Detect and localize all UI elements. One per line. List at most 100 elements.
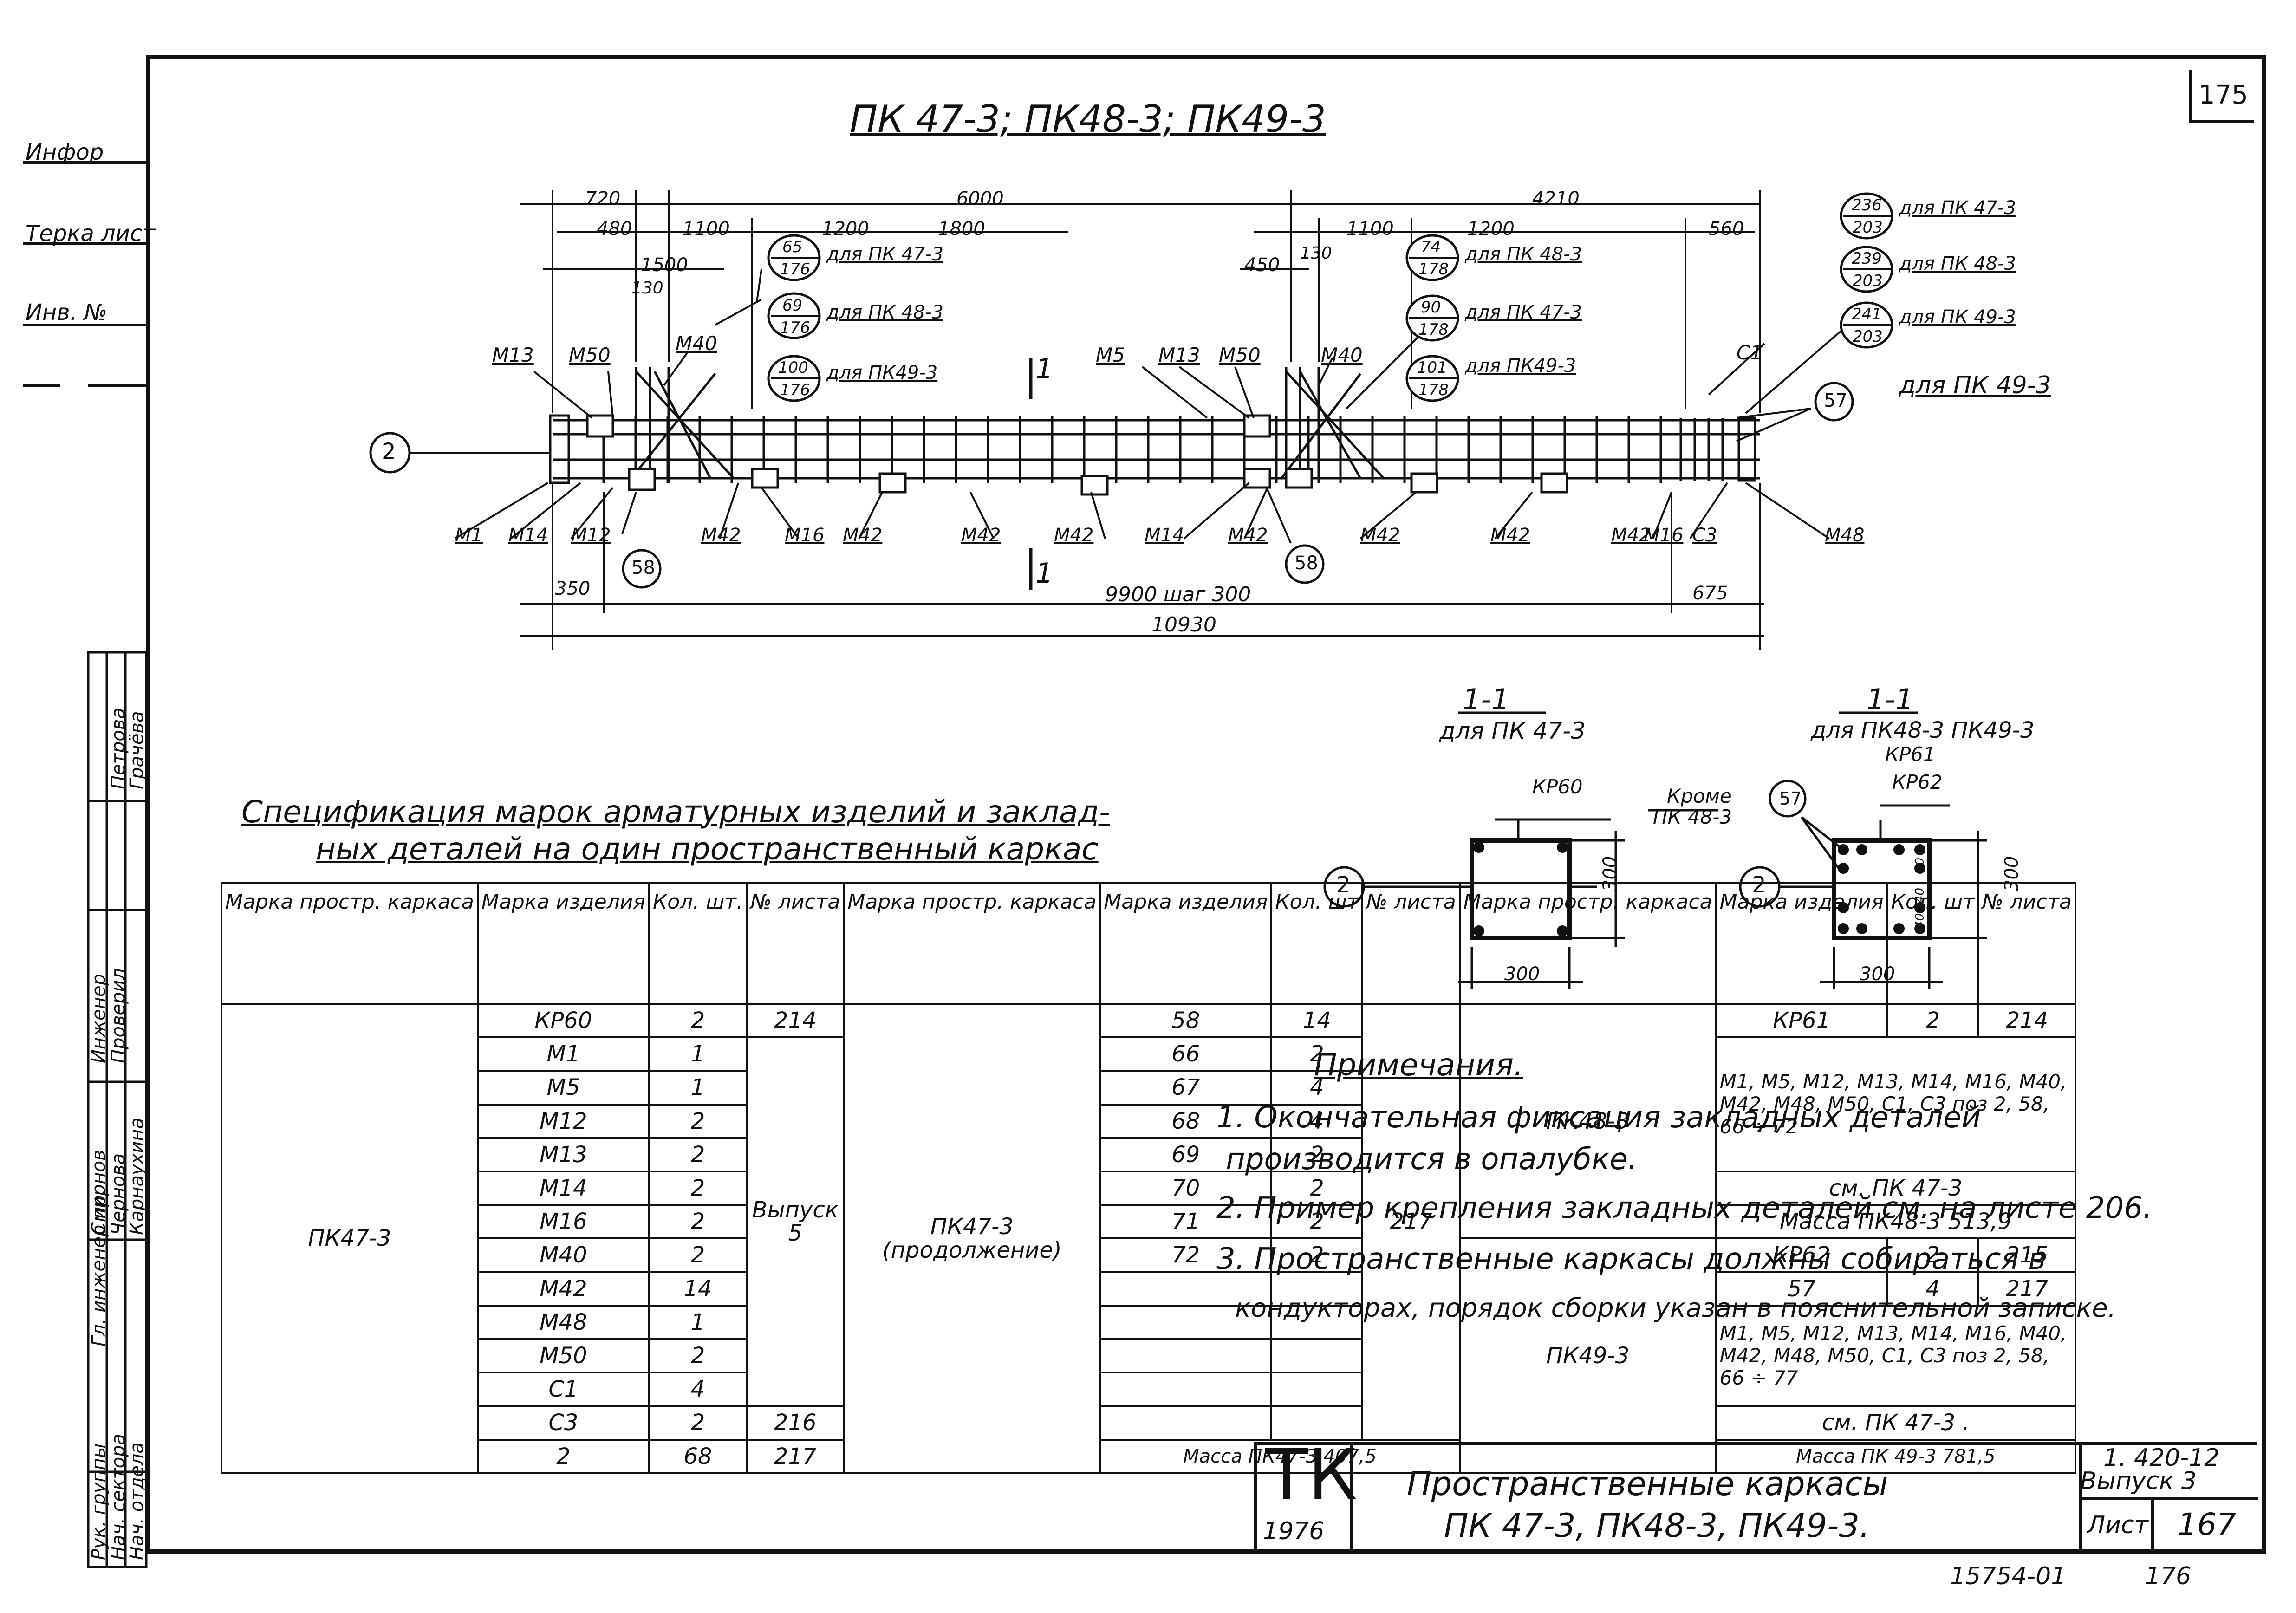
callout-r1-text: для ПК 47-3	[1899, 197, 2016, 219]
table-cell: М48	[476, 1304, 650, 1340]
callout-m1-num: 74	[1421, 238, 1441, 256]
margin-lines	[23, 161, 146, 387]
table-cell: 217	[746, 1438, 845, 1475]
table-cell: 214	[746, 1002, 845, 1039]
dim-130-right: 130	[1300, 244, 1332, 263]
table-cell: 2	[1886, 1237, 1979, 1273]
spec-header: № листа	[1977, 882, 2077, 1005]
stamp-year: 1976	[1263, 1517, 1325, 1545]
table-cell: 14	[1270, 1002, 1364, 1039]
mark-bot-2: М14	[508, 525, 548, 546]
mark-top-4: М5	[1096, 344, 1125, 366]
table-cell: 217	[1977, 1271, 2077, 1307]
sheet-number: 175	[2189, 70, 2254, 123]
callout-m3-num: 101	[1417, 358, 1447, 377]
table-cell: 70	[1099, 1171, 1273, 1206]
callout-l1-num: 65	[782, 238, 803, 256]
spec-title-2: ных деталей на один пространственный кар…	[316, 831, 1099, 867]
table-cell: 215	[1977, 1237, 2077, 1273]
stamp-title-2: ПК 47-3, ПК48-3, ПК49-3.	[1444, 1507, 1870, 1545]
section-b-bubble57: 57	[1779, 788, 1802, 809]
table-cell: М12	[476, 1103, 650, 1139]
callout-l3-text: для ПК49-3	[826, 362, 938, 384]
note-line-1: 1. Окончательная фиксация закладных дета…	[1216, 1100, 1981, 1135]
note-line-4: 3. Пространственные каркасы должны собир…	[1216, 1242, 2046, 1276]
callout-r2-text: для ПК 48-3	[1899, 253, 2016, 274]
stamp-sheet-label: Лист	[2087, 1511, 2148, 1539]
g3b-text: М1, М5, М12, М13, М14, М16, М40, М42, М4…	[1715, 1304, 2077, 1407]
stamp-code: 1. 420-12	[2103, 1444, 2220, 1472]
mark-bot-7: М42	[961, 525, 1001, 546]
side-role-1: Рук. группы	[88, 1443, 110, 1560]
section-a-kp: КР60	[1532, 775, 1583, 798]
dim-675: 675	[1692, 583, 1728, 604]
g3b-see: см. ПК 47-3 .	[1715, 1405, 2077, 1441]
g3a-mass: Масса ПК48-3 513,9	[1715, 1204, 2077, 1240]
dim-6000: 6000	[956, 188, 1004, 209]
dim-1100-right: 1100	[1346, 218, 1394, 240]
margin-label-1: Инфор	[26, 139, 104, 165]
dim-130-left: 130	[631, 279, 663, 298]
mark-bot-10: М42	[1228, 525, 1268, 546]
callout-l3-num: 100	[778, 358, 808, 377]
spec-header: Кол. шт	[1886, 882, 1979, 1005]
table-cell: КР62	[1715, 1237, 1888, 1273]
mark-bot-4: М42	[701, 525, 741, 546]
table-cell: 14	[648, 1271, 748, 1307]
table-cell: 2	[1270, 1137, 1364, 1173]
table-cell: 68	[648, 1438, 748, 1475]
table-cell: 2	[476, 1438, 650, 1475]
g3a-frame: ПК48-3	[1458, 1002, 1717, 1240]
table-cell: 72	[1099, 1237, 1273, 1273]
table-cell: 58	[1099, 1002, 1273, 1039]
callout-57-text: для ПК 49-3	[1899, 371, 2051, 399]
section-a-sub: для ПК 47-3	[1439, 717, 1586, 744]
elevation-drawing	[369, 190, 1893, 650]
table-cell	[1099, 1338, 1273, 1374]
dim-560: 560	[1709, 218, 1744, 240]
table-cell: 2	[648, 1002, 748, 1039]
table-cell: 2	[648, 1405, 748, 1441]
side-name-5: Карнаухина	[126, 1118, 148, 1235]
table-cell: М13	[476, 1137, 650, 1173]
callout-l2-text: для ПК 48-3	[826, 302, 943, 323]
table-cell: М40	[476, 1237, 650, 1273]
spec-header: Марка простр. каркаса	[843, 882, 1101, 1005]
mark-top-3: М40	[676, 332, 717, 355]
table-cell	[1270, 1338, 1364, 1374]
callout-m1-den: 178	[1418, 260, 1449, 279]
mark-bot-11: М42	[1360, 525, 1400, 546]
callout-l1-text: для ПК 47-3	[826, 244, 943, 265]
side-role-3: Нач. отдела	[126, 1442, 148, 1560]
stamp-hline	[2082, 1497, 2258, 1500]
mark-bot-8: М42	[1054, 525, 1094, 546]
table-cell	[1099, 1271, 1273, 1307]
title-block	[1254, 1442, 2258, 1554]
table-cell: 2	[1886, 1002, 1979, 1039]
mark-top-5: М13	[1158, 344, 1200, 366]
table-cell: 66	[1099, 1036, 1273, 1072]
stamp-divider	[2079, 1445, 2082, 1553]
dim-1200: 1200	[822, 218, 869, 240]
table-cell: 69	[1099, 1137, 1273, 1173]
table-cell: 1	[648, 1304, 748, 1340]
table-cell: 2	[648, 1237, 748, 1273]
mark-bot-16: М48	[1825, 525, 1865, 546]
stamp-vline	[2151, 1500, 2154, 1554]
dim-1800: 1800	[938, 218, 985, 240]
dim-10930: 10930	[1151, 613, 1216, 637]
g2-sheet: 217	[1361, 1003, 1461, 1441]
drawing-frame	[146, 55, 2266, 1554]
g1-frame: ПК47-3	[221, 1003, 479, 1474]
callout-r3-num: 241	[1852, 305, 1882, 324]
bubble-58-left: 58	[631, 557, 655, 579]
mark-top-8: С1	[1737, 341, 1763, 364]
stamp-issue: Выпуск 3	[2080, 1467, 2197, 1495]
side-stamp-grid	[87, 651, 148, 1568]
margin-label-3: Инв. №	[26, 299, 108, 325]
g2-frame-label: ПК47-3 (продолжение)	[882, 1214, 1062, 1263]
table-cell: М5	[476, 1070, 650, 1106]
table-cell: 2	[1270, 1036, 1364, 1072]
dim-1200-right: 1200	[1467, 218, 1515, 240]
spec-header: Марка простр. каркаса	[221, 882, 479, 1005]
